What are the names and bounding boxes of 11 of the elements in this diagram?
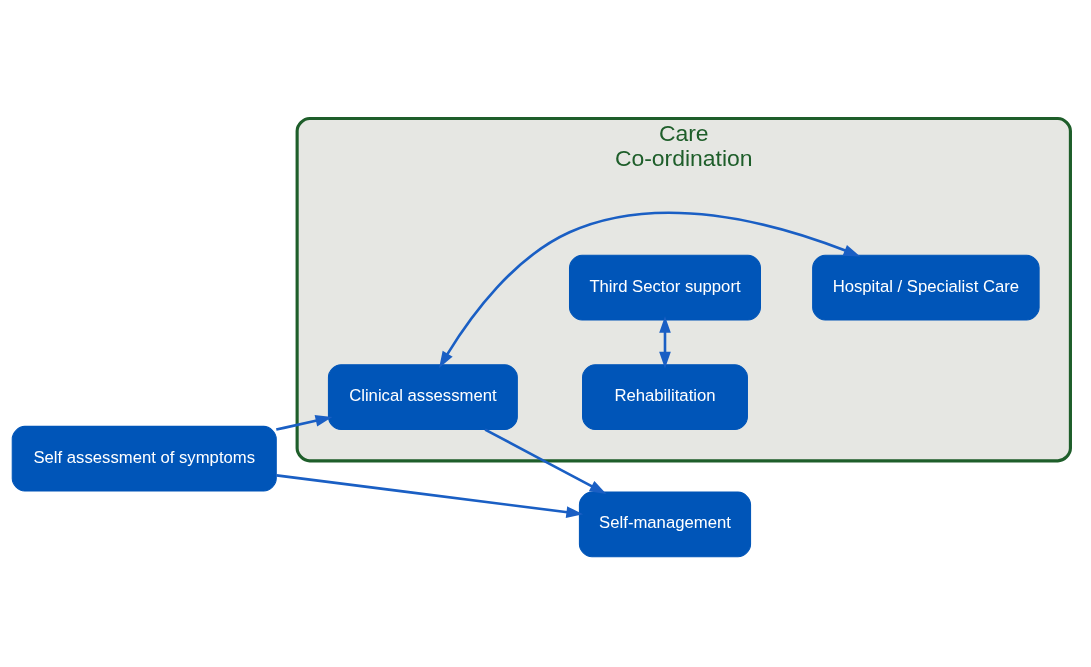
node-box: Clinical assessment — [327, 364, 518, 431]
arrow — [439, 211, 861, 368]
arrow — [659, 316, 671, 369]
arrow — [276, 474, 584, 518]
node-box: Rehabilitation — [582, 364, 748, 431]
node-box: Self-management — [578, 491, 752, 558]
arrow — [276, 415, 333, 431]
node-box: Third Sector support — [569, 254, 761, 321]
node-box: Self assessment of symptoms — [11, 425, 277, 492]
arrow — [484, 428, 607, 494]
node-box: Hospital / Specialist Care — [812, 254, 1040, 321]
